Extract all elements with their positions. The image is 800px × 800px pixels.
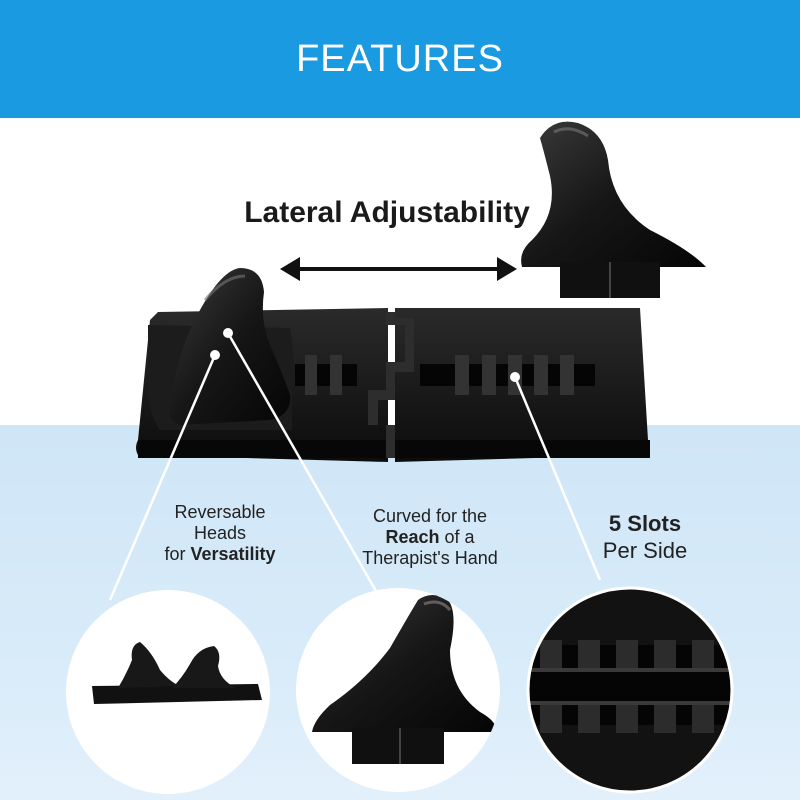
curved-line1: Curved for the: [372, 506, 488, 526]
curved-line2: Reach of a: [330, 527, 530, 548]
detail-circle-heads: [66, 590, 270, 794]
detail-circle-fin: [296, 588, 500, 792]
detached-head: [521, 121, 706, 298]
slots-callout: 5 Slots Per Side: [575, 510, 715, 564]
reversable-heads-callout: Reversable Heads for Versatility: [140, 502, 300, 565]
mounted-head: [147, 268, 294, 430]
features-banner: FEATURES: [0, 0, 800, 118]
banner-title: FEATURES: [296, 37, 504, 80]
curved-line3: Therapist's Hand: [362, 548, 498, 568]
curved-line2-bold: Reach: [385, 527, 440, 547]
double-arrow-icon: [280, 257, 517, 281]
reversable-line1: Reversable: [174, 502, 266, 522]
curved-reach-callout: Curved for the Reach of a Therapist's Ha…: [330, 506, 530, 569]
curved-line2-suffix: of a: [439, 527, 475, 547]
detail-circle-slots: [526, 586, 734, 794]
pointer-dots: [210, 328, 520, 382]
pointer-lines: [108, 332, 602, 601]
reversable-line2: Heads: [193, 523, 247, 543]
reversable-line3-bold: Versatility: [190, 544, 276, 564]
reversable-line3: for Versatility: [140, 544, 300, 565]
slots-line1: 5 Slots: [608, 511, 682, 536]
slots-line2: Per Side: [602, 538, 688, 563]
reversable-line3-prefix: for: [164, 544, 191, 564]
lateral-adjustability-heading: Lateral Adjustability: [244, 196, 530, 229]
